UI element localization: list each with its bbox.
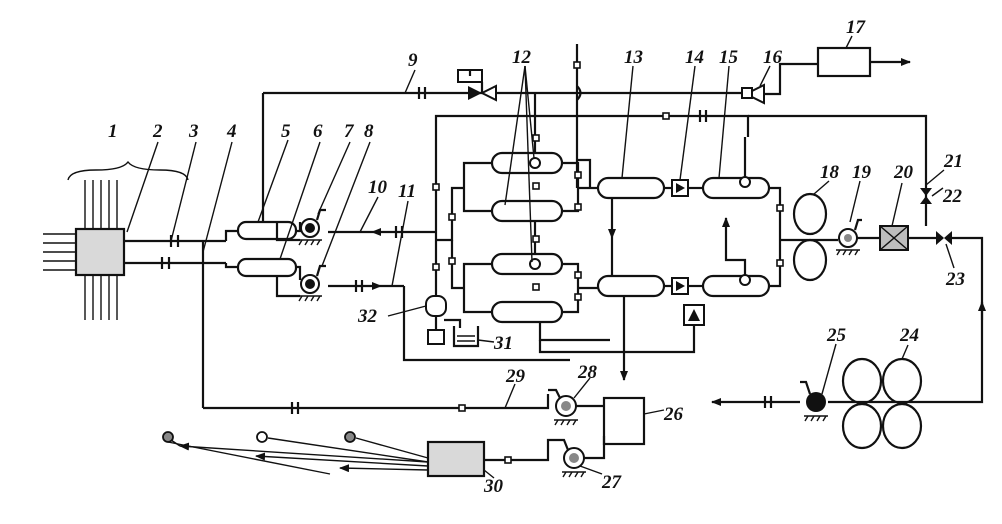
- exchanger-14-bottom: [671, 277, 689, 295]
- pump-25: [800, 380, 828, 422]
- label-27: 27: [601, 472, 623, 493]
- component-labels: 1 2 3 4 5 6 7 8 9 10 11 12 13 14 15 16 1…: [108, 17, 965, 497]
- label-15: 15: [719, 47, 739, 68]
- tank-31: [452, 326, 480, 348]
- unit-30: [426, 440, 486, 478]
- label-13: 13: [624, 47, 643, 68]
- label-leaders: [126, 35, 955, 479]
- label-24: 24: [899, 325, 919, 346]
- pump-7: [298, 208, 326, 246]
- label-29: 29: [505, 366, 526, 387]
- label-1: 1: [108, 121, 118, 142]
- vessel-13-bottom: [596, 274, 666, 298]
- label-22: 22: [942, 186, 963, 207]
- label-6: 6: [313, 121, 323, 142]
- dehydrator-group: [432, 93, 610, 342]
- label-32: 32: [357, 306, 378, 327]
- label-30: 30: [483, 476, 504, 497]
- label-19: 19: [852, 162, 872, 183]
- filter-20: [879, 225, 909, 251]
- gathering-manifold: [74, 227, 126, 277]
- label-23: 23: [945, 269, 965, 290]
- ejector-16: [741, 62, 818, 105]
- valve-22: [920, 188, 932, 204]
- label-31: 31: [493, 333, 513, 354]
- storage-18: [780, 192, 838, 282]
- pump-19: [836, 218, 862, 256]
- label-21: 21: [943, 151, 963, 172]
- label-4: 4: [226, 121, 237, 142]
- booster-pump: [538, 304, 705, 354]
- label-26: 26: [663, 404, 684, 425]
- pump-8: [298, 264, 326, 302]
- label-8: 8: [364, 121, 374, 142]
- label-7: 7: [344, 121, 355, 142]
- label-16: 16: [763, 47, 783, 68]
- line-29: [203, 394, 550, 414]
- unit-17: [816, 46, 872, 78]
- vessel-15-top: [701, 176, 771, 200]
- label-12: 12: [512, 47, 532, 68]
- pump-28: [548, 388, 604, 426]
- label-14: 14: [685, 47, 704, 68]
- vessel-15-bottom: [701, 274, 771, 298]
- line-10: [328, 226, 436, 238]
- label-20: 20: [893, 162, 914, 183]
- valve-23: [936, 231, 952, 245]
- separator-6: [236, 257, 298, 278]
- reagent-unit-32: [425, 292, 462, 345]
- injection-wells: [162, 431, 429, 475]
- label-18: 18: [820, 162, 840, 183]
- label-2: 2: [152, 121, 163, 142]
- unit-26: [602, 396, 646, 446]
- label-25: 25: [826, 325, 847, 346]
- label-11: 11: [398, 181, 416, 202]
- line-9: [263, 87, 748, 99]
- vessel-13-top: [596, 176, 666, 200]
- pump-27: [484, 436, 606, 478]
- label-17: 17: [846, 17, 867, 38]
- label-28: 28: [577, 362, 598, 383]
- storage-24: [828, 357, 940, 450]
- label-3: 3: [188, 121, 199, 142]
- label-9: 9: [408, 50, 418, 71]
- label-10: 10: [368, 177, 388, 198]
- label-5: 5: [281, 121, 291, 142]
- control-valve-9: [457, 69, 497, 102]
- exchanger-14-top: [671, 179, 689, 197]
